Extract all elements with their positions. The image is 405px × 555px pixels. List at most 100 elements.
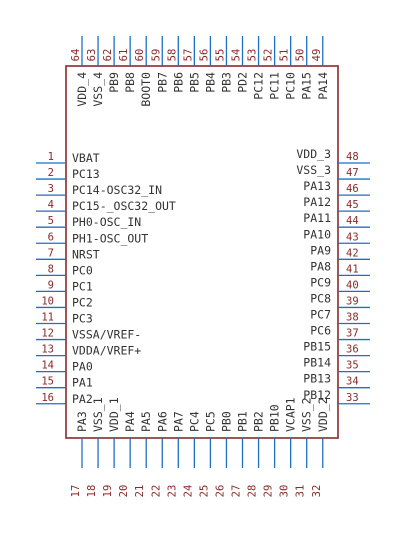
pin-52-number: 52 bbox=[263, 49, 275, 62]
pin-62-label: PB9 bbox=[107, 72, 121, 93]
pin-15-label: PA1 bbox=[72, 376, 93, 390]
pin-60-number: 60 bbox=[134, 49, 146, 62]
pin-7-number: 7 bbox=[48, 247, 54, 259]
pin-28-label: PB2 bbox=[252, 411, 266, 432]
pin-42-number: 42 bbox=[346, 247, 359, 259]
pin-41-label: PA8 bbox=[310, 259, 331, 273]
pin-16-label: PA2 bbox=[72, 392, 93, 406]
pin-23-label: PA7 bbox=[171, 411, 185, 432]
pin-63-number: 63 bbox=[86, 49, 98, 62]
pin-53-label: PC12 bbox=[252, 72, 266, 100]
pin-48-label: VDD_3 bbox=[296, 147, 331, 161]
pin-26-label: PB0 bbox=[219, 411, 233, 432]
pin-18-number: 18 bbox=[86, 485, 98, 498]
pin-51-number: 51 bbox=[279, 49, 291, 62]
pin-45-number: 45 bbox=[346, 199, 359, 211]
pin-9-label: PC1 bbox=[72, 279, 93, 293]
pin-49-label: PA14 bbox=[316, 72, 330, 100]
pin-63-label: VSS_4 bbox=[91, 72, 105, 107]
pin-19-number: 19 bbox=[102, 485, 114, 498]
pin-25-number: 25 bbox=[198, 485, 210, 498]
pin-55-label: PB3 bbox=[219, 72, 233, 93]
pin-4-label: PC15-_OSC32_OUT bbox=[72, 199, 176, 213]
pin-36-label: PB15 bbox=[303, 340, 331, 354]
pin-48-number: 48 bbox=[346, 151, 359, 163]
pin-47-number: 47 bbox=[346, 167, 359, 179]
pin-31-label: VSS_2 bbox=[300, 397, 314, 432]
pin-17-number: 17 bbox=[70, 485, 82, 498]
pin-13-label: VDDA/VREF+ bbox=[72, 344, 141, 358]
pin-41-number: 41 bbox=[346, 263, 359, 275]
pin-40-number: 40 bbox=[346, 279, 359, 291]
pin-10-number: 10 bbox=[41, 295, 54, 307]
pin-32-number: 32 bbox=[311, 485, 323, 498]
pin-11-label: PC3 bbox=[72, 312, 93, 326]
pin-46-number: 46 bbox=[346, 183, 359, 195]
pin-44-number: 44 bbox=[346, 215, 359, 227]
pin-51-label: PC10 bbox=[284, 72, 298, 100]
pin-50-label: PA15 bbox=[300, 72, 314, 100]
pin-37-number: 37 bbox=[346, 328, 359, 340]
pin-59-label: PB7 bbox=[155, 72, 169, 93]
pin-54-label: PD2 bbox=[236, 72, 250, 93]
pin-20-number: 20 bbox=[118, 485, 130, 498]
pin-37-label: PC6 bbox=[310, 324, 331, 338]
pin-55-number: 55 bbox=[214, 49, 226, 62]
pin-2-label: PC13 bbox=[72, 167, 100, 181]
pin-43-label: PA10 bbox=[303, 227, 331, 241]
pin-7-label: NRST bbox=[72, 247, 100, 261]
pin-20-label: PA4 bbox=[123, 411, 137, 432]
pin-5-number: 5 bbox=[48, 215, 54, 227]
pin-62-number: 62 bbox=[102, 49, 114, 62]
pin-24-number: 24 bbox=[182, 485, 194, 498]
pin-4-number: 4 bbox=[48, 199, 54, 211]
pin-12-number: 12 bbox=[41, 328, 54, 340]
pin-57-label: PB5 bbox=[187, 72, 201, 93]
pin-39-label: PC8 bbox=[310, 291, 331, 305]
pin-30-number: 30 bbox=[279, 485, 291, 498]
pin-31-number: 31 bbox=[295, 485, 307, 498]
pin-22-number: 22 bbox=[150, 485, 162, 498]
pin-29-label: PB10 bbox=[268, 404, 282, 432]
pin-17-label: PA3 bbox=[75, 411, 89, 432]
pin-33-number: 33 bbox=[346, 392, 359, 404]
pin-15-number: 15 bbox=[41, 376, 54, 388]
pin-23-number: 23 bbox=[166, 485, 178, 498]
pin-6-number: 6 bbox=[48, 231, 54, 243]
pin-16-number: 16 bbox=[41, 392, 54, 404]
pin-19-label: VDD_1 bbox=[107, 397, 121, 432]
pin-1-number: 1 bbox=[48, 151, 54, 163]
pin-35-number: 35 bbox=[346, 360, 359, 372]
pin-9-number: 9 bbox=[48, 279, 54, 291]
pin-46-label: PA13 bbox=[303, 179, 331, 193]
pin-8-number: 8 bbox=[48, 263, 54, 275]
pin-11-number: 11 bbox=[41, 312, 54, 324]
pin-47-label: VSS_3 bbox=[296, 163, 331, 177]
pin-14-label: PA0 bbox=[72, 360, 93, 374]
pin-49-number: 49 bbox=[311, 49, 323, 62]
pin-3-label: PC14-OSC32_IN bbox=[72, 183, 162, 197]
pin-21-number: 21 bbox=[134, 485, 146, 498]
pin-18-label: VSS_1 bbox=[91, 397, 105, 432]
pin-25-label: PC5 bbox=[203, 411, 217, 432]
pin-38-label: PC7 bbox=[310, 308, 331, 322]
pin-33-label: PB12 bbox=[303, 388, 331, 402]
pin-2-number: 2 bbox=[48, 167, 54, 179]
pin-40-label: PC9 bbox=[310, 275, 331, 289]
pin-58-label: PB6 bbox=[171, 72, 185, 93]
pin-3-number: 3 bbox=[48, 183, 54, 195]
pin-53-number: 53 bbox=[247, 49, 259, 62]
pin-6-label: PH1-OSC_OUT bbox=[72, 231, 148, 245]
pin-28-number: 28 bbox=[247, 485, 259, 498]
pin-34-number: 34 bbox=[346, 376, 359, 388]
pin-12-label: VSSA/VREF- bbox=[72, 328, 141, 342]
pin-22-label: PA6 bbox=[155, 411, 169, 432]
pin-21-label: PA5 bbox=[139, 411, 153, 432]
pin-38-number: 38 bbox=[346, 312, 359, 324]
pin-45-label: PA12 bbox=[303, 195, 331, 209]
pin-64-label: VDD_4 bbox=[75, 72, 89, 107]
pin-50-number: 50 bbox=[295, 49, 307, 62]
pin-42-label: PA9 bbox=[310, 243, 331, 257]
